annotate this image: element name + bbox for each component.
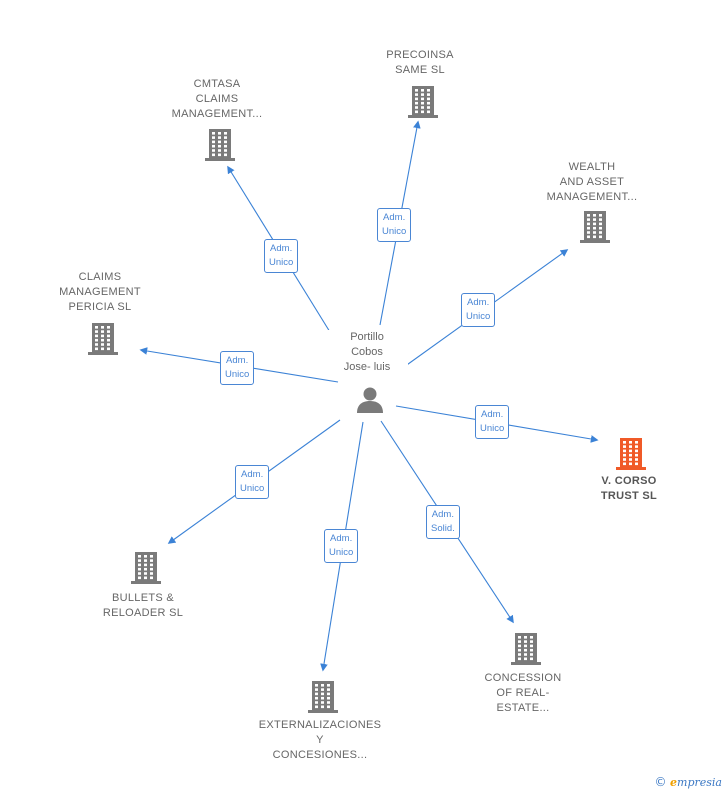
building-icon[interactable] (205, 128, 235, 167)
brand-initial: e (670, 776, 678, 789)
person-icon[interactable] (355, 385, 385, 420)
role-badge-cmtasa: Adm. Unico (264, 239, 299, 273)
center-person-label[interactable]: Portillo Cobos Jose- luis (326, 330, 408, 375)
building-icon[interactable] (580, 210, 610, 249)
building-icon[interactable] (511, 632, 541, 671)
building-icon[interactable] (308, 680, 338, 719)
company-label-bullets[interactable]: BULLETS & RELOADER SL (102, 592, 184, 619)
role-badge-claims-pericia: Adm. Unico (220, 351, 255, 385)
company-label-claims-pericia[interactable]: CLAIMS MANAGEMENT PERICIA SL (59, 271, 141, 313)
company-label-wealth[interactable]: WEALTH AND ASSET MANAGEMENT... (546, 161, 638, 203)
building-icon[interactable] (616, 437, 646, 476)
copyright-symbol: © (654, 775, 667, 789)
role-badge-externalizaciones: Adm. Unico (324, 529, 359, 563)
role-badge-bullets: Adm. Unico (235, 465, 270, 499)
role-badge-corso: Adm. Unico (475, 405, 510, 439)
brand-name: mpresia (677, 776, 722, 789)
building-icon[interactable] (88, 322, 118, 361)
company-label-concession[interactable]: CONCESSION OF REAL- ESTATE... (484, 672, 562, 714)
company-label-cmtasa[interactable]: CMTASA CLAIMS MANAGEMENT... (171, 78, 263, 120)
company-label-corso[interactable]: V. CORSO TRUST SL (600, 475, 658, 502)
role-badge-precoinsa: Adm. Unico (377, 208, 412, 242)
company-label-externalizaciones[interactable]: EXTERNALIZACIONES Y CONCESIONES... (258, 719, 382, 761)
building-icon[interactable] (131, 551, 161, 590)
brand-logo[interactable]: © empresia (655, 775, 722, 789)
role-badge-concession: Adm. Solid. (426, 505, 460, 539)
company-label-precoinsa[interactable]: PRECOINSA SAME SL (386, 49, 454, 76)
role-badge-wealth: Adm. Unico (461, 293, 496, 327)
building-icon[interactable] (408, 85, 438, 124)
